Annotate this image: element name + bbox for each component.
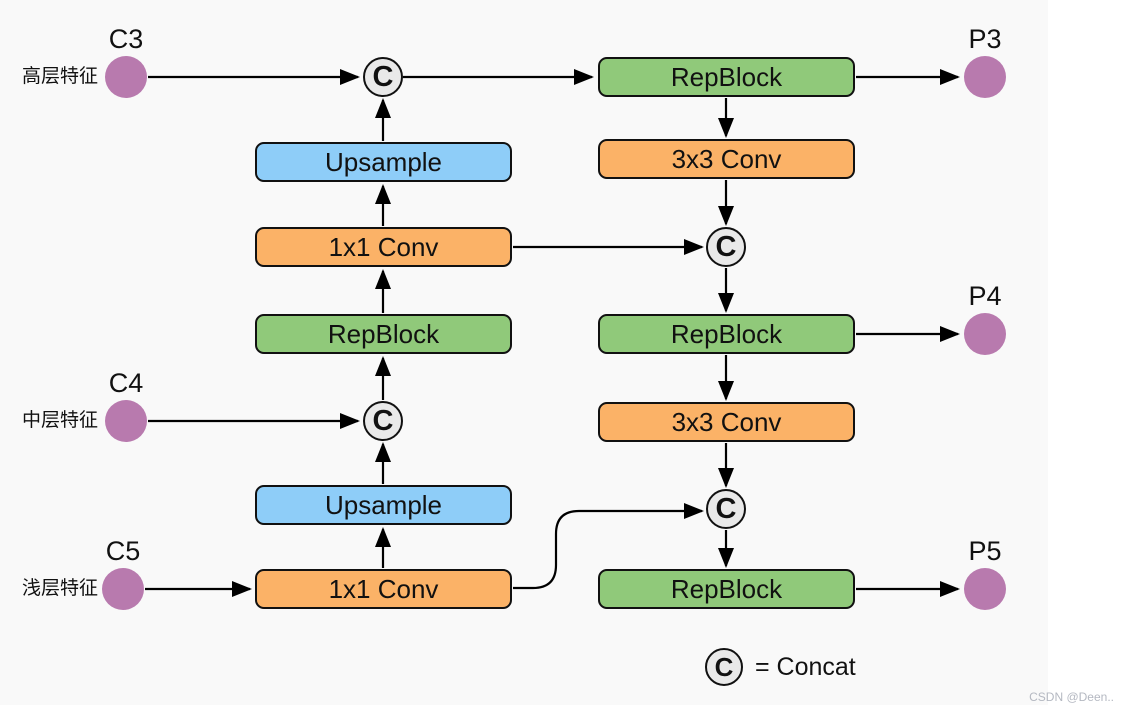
box-upsample-top: Upsample xyxy=(255,142,512,182)
background-strip xyxy=(1048,0,1126,710)
box-conv3x3-mid: 3x3 Conv xyxy=(598,402,855,442)
port-c3 xyxy=(105,56,147,98)
caption-c3: 高层特征 xyxy=(21,66,98,87)
box-repblock-left: RepBlock xyxy=(255,314,512,354)
legend: C = Concat xyxy=(705,648,856,686)
box-upsample-bottom: Upsample xyxy=(255,485,512,525)
box-conv3x3-top: 3x3 Conv xyxy=(598,139,855,179)
concat-top: C xyxy=(363,57,403,97)
box-conv1x1-bottom: 1x1 Conv xyxy=(255,569,512,609)
port-label-p5: P5 xyxy=(968,536,1002,566)
port-c4 xyxy=(105,400,147,442)
legend-text: = Concat xyxy=(755,652,856,681)
box-conv1x1-mid: 1x1 Conv xyxy=(255,227,512,267)
edge-conv1x1-bottom-to-concat-r2 xyxy=(513,503,704,590)
port-label-p3: P3 xyxy=(968,24,1002,54)
watermark: CSDN @Deen.. xyxy=(1029,690,1114,704)
caption-c5: 浅层特征 xyxy=(21,578,98,599)
concat-right-2: C xyxy=(706,489,746,529)
caption-c4: 中层特征 xyxy=(21,410,98,431)
port-label-p4: P4 xyxy=(968,281,1002,311)
port-label-c3: C3 xyxy=(108,24,144,54)
port-c5 xyxy=(102,568,144,610)
box-repblock-p4: RepBlock xyxy=(598,314,855,354)
port-label-c5: C5 xyxy=(105,536,141,566)
concat-right-1: C xyxy=(706,227,746,267)
port-p3 xyxy=(964,56,1006,98)
legend-concat-icon: C xyxy=(705,648,743,686)
background-strip xyxy=(0,705,1048,710)
box-repblock-p5: RepBlock xyxy=(598,569,855,609)
port-p4 xyxy=(964,313,1006,355)
port-p5 xyxy=(964,568,1006,610)
box-repblock-p3: RepBlock xyxy=(598,57,855,97)
concat-mid: C xyxy=(363,401,403,441)
port-label-c4: C4 xyxy=(108,368,144,398)
